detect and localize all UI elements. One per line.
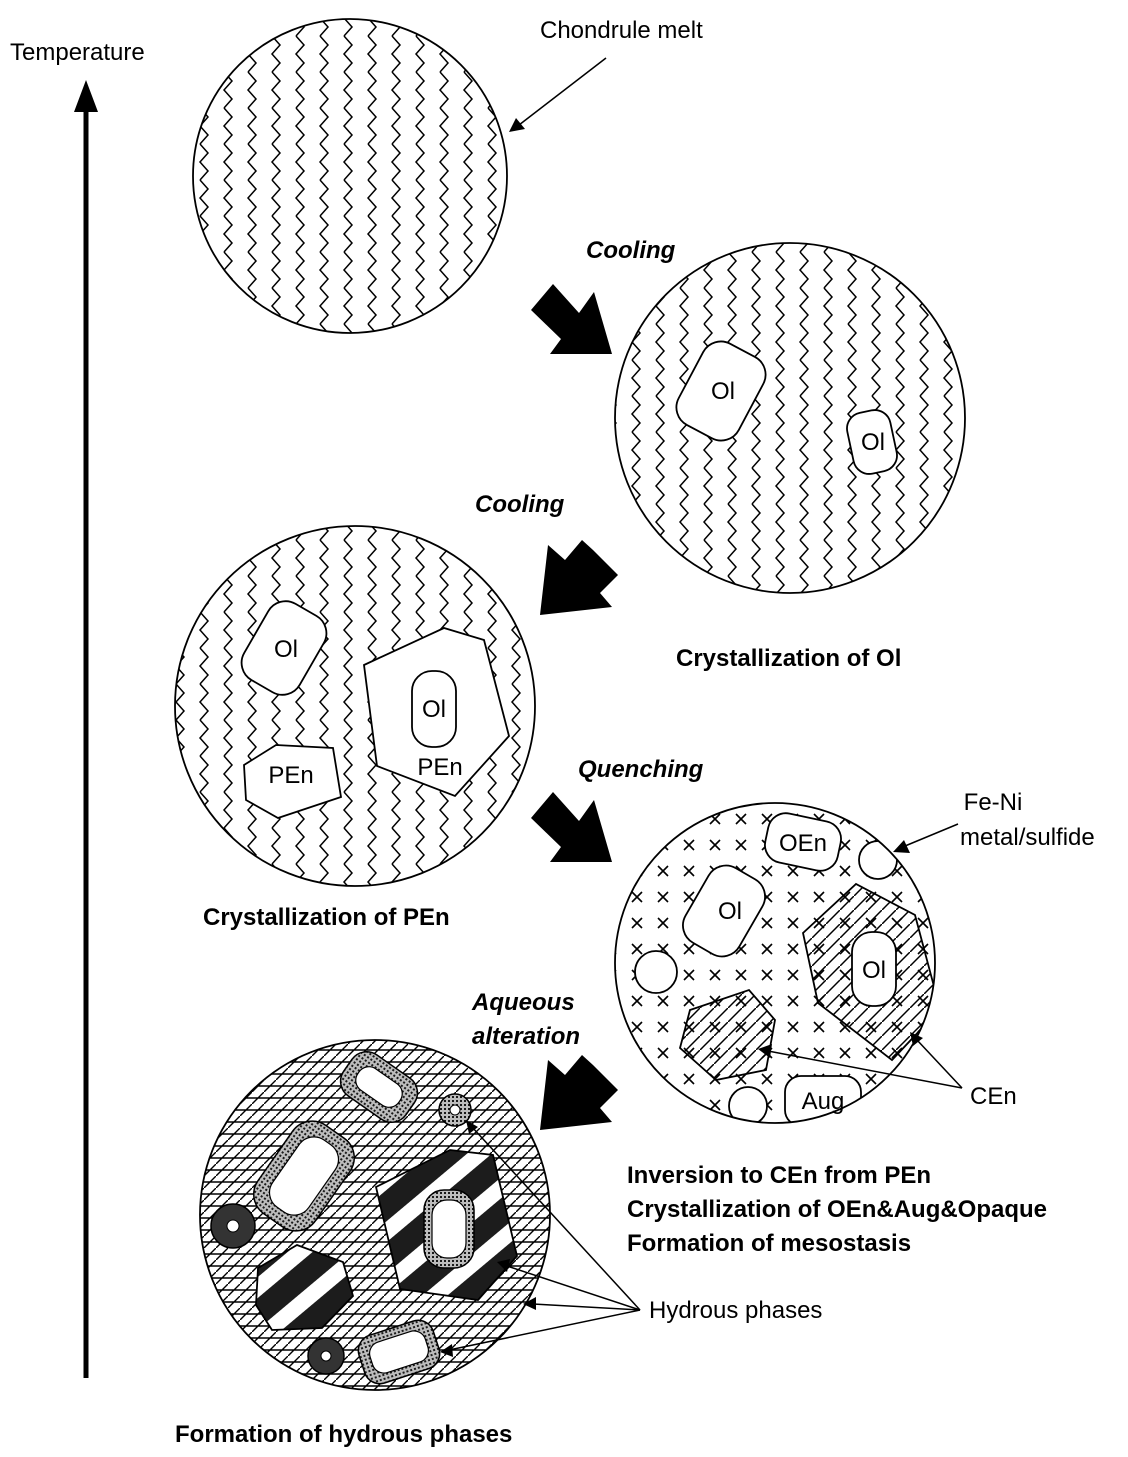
quench-caption-line2: Crystallization of OEn&Aug&Opaque — [627, 1196, 1047, 1223]
transition-aqueous-label-line1: Aqueous — [471, 989, 575, 1016]
arrow-aqueous-alteration — [540, 1055, 618, 1130]
metal-sulfide-bead — [635, 951, 677, 993]
stage-chondrule-melt: Chondrule melt — [193, 17, 703, 333]
melt-callout-label: Chondrule melt — [540, 17, 703, 44]
olivine-caption: Crystallization of Ol — [676, 645, 901, 672]
arrow-cooling-2 — [540, 540, 618, 615]
transition-cooling-2-label: Cooling — [475, 491, 565, 518]
metal-callout-line1: Fe-Ni — [964, 789, 1023, 816]
metal-sulfide-bead — [729, 1087, 767, 1125]
grain-label-pen: PEn — [268, 762, 313, 789]
temperature-axis: Temperature — [10, 39, 145, 1378]
melt-leader-line — [519, 58, 606, 125]
temperature-axis-label: Temperature — [10, 39, 145, 66]
transition-quenching-label: Quenching — [578, 756, 704, 783]
grain-label-ol: Ol — [274, 636, 298, 663]
grain-label-ol: Ol — [422, 696, 446, 723]
grain-label-pen: PEn — [417, 754, 462, 781]
transition-cooling-1-label: Cooling — [586, 237, 676, 264]
transition-aqueous-label-line2: alteration — [472, 1023, 580, 1050]
metal-leader-line — [905, 824, 958, 846]
quench-caption-line1: Inversion to CEn from PEn — [627, 1162, 931, 1189]
grain-label-ol: Ol — [861, 429, 885, 456]
stage-olivine-crystallization: Ol Ol Crystallization of Ol — [615, 243, 965, 672]
quench-caption-line3: Formation of mesostasis — [627, 1230, 911, 1257]
stage-pen-crystallization: Ol Ol PEn PEn Crystallization of PEn — [175, 526, 535, 931]
hydrous-caption: Formation of hydrous phases — [175, 1421, 512, 1448]
grain-label-ol: Ol — [711, 378, 735, 405]
hydrous-callout-label: Hydrous phases — [649, 1297, 822, 1324]
grain-label-ol: Ol — [718, 898, 742, 925]
relict-grain — [432, 1200, 466, 1258]
grain-label-ol: Ol — [862, 957, 886, 984]
stage-quenched-chondrule: OEn Ol Ol Aug Fe-Ni metal/sulfide CEn In… — [615, 789, 1095, 1257]
arrow-cooling-1 — [531, 284, 612, 354]
grain-label-aug: Aug — [802, 1088, 845, 1115]
metal-sulfide-bead — [859, 841, 897, 879]
pen-caption: Crystallization of PEn — [203, 904, 450, 931]
grain-label-oen: OEn — [779, 830, 827, 857]
arrow-quenching — [531, 792, 612, 862]
metal-callout-line2: metal/sulfide — [960, 824, 1095, 851]
cen-callout-label: CEn — [970, 1083, 1017, 1110]
